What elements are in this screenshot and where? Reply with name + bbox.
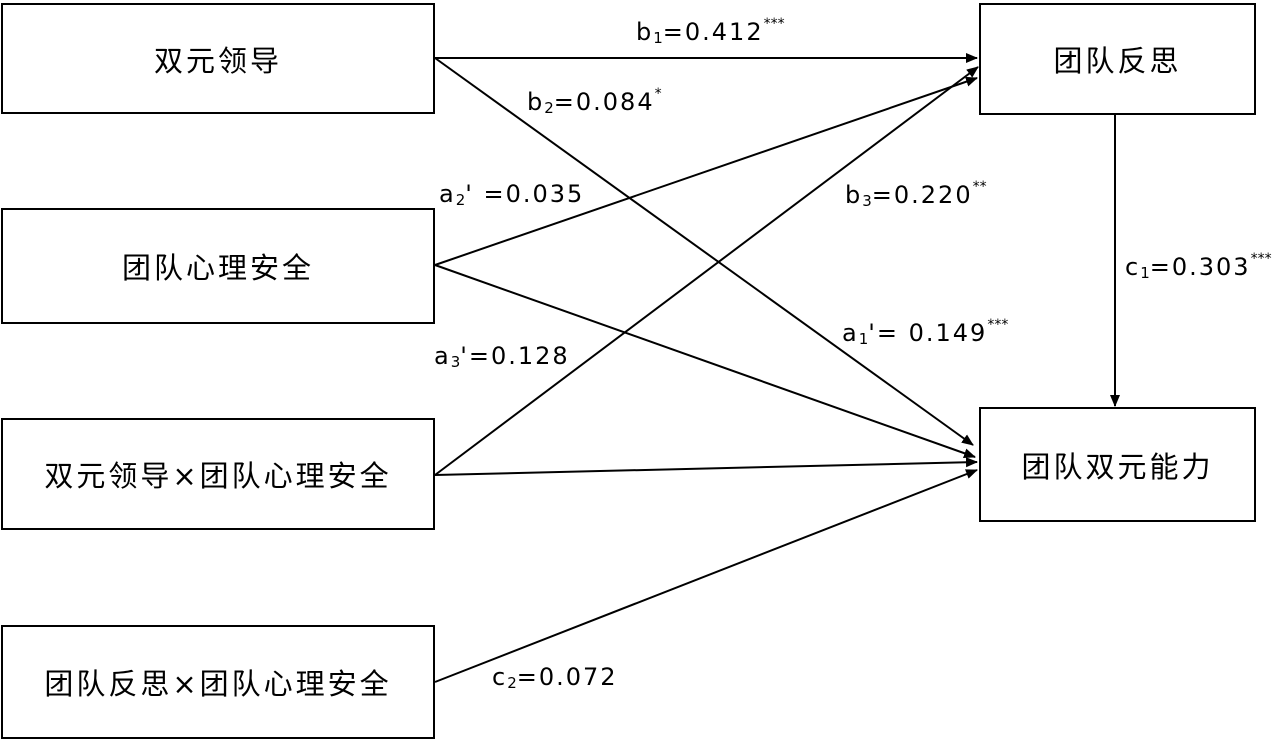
coef-subscript: 2 bbox=[507, 674, 517, 692]
significance-stars: *** bbox=[987, 317, 1009, 333]
node-leadership-x-safety-interaction: 双元领导×团队心理安全 bbox=[1, 418, 435, 530]
node-team-psychological-safety: 团队心理安全 bbox=[1, 208, 435, 324]
coef-symbol: b bbox=[636, 18, 654, 46]
significance-stars: *** bbox=[763, 16, 785, 32]
arrow-b2 bbox=[434, 57, 974, 446]
coef-symbol: c bbox=[1125, 253, 1141, 281]
coef-symbol: a bbox=[842, 319, 859, 347]
coef-value: =0.303 bbox=[1149, 253, 1251, 281]
arrow-a2 bbox=[434, 76, 978, 266]
coef-symbol: a bbox=[434, 342, 451, 370]
coef-label-c2: c2=0.072 bbox=[492, 662, 618, 691]
coef-subscript: 2 bbox=[455, 191, 466, 209]
coef-subscript: 3 bbox=[450, 353, 461, 371]
coef-label-c1: c1=0.303*** bbox=[1125, 252, 1272, 281]
coef-subscript: 1 bbox=[858, 330, 869, 348]
significance-stars: * bbox=[654, 86, 662, 102]
coef-label-a3: a3'=0.128 bbox=[434, 341, 570, 370]
coef-value: =0.220 bbox=[871, 181, 973, 209]
arrow-psych-safety-to-ambidexterity bbox=[434, 264, 976, 459]
coef-value: =0.412 bbox=[662, 18, 764, 46]
coef-prime: ' bbox=[465, 180, 484, 208]
coef-subscript: 2 bbox=[544, 99, 554, 117]
coef-label-b1: b1=0.412*** bbox=[636, 17, 785, 46]
coef-label-b2: b2=0.084* bbox=[527, 87, 662, 116]
coef-label-a1: a1'= 0.149*** bbox=[842, 318, 1008, 347]
arrow-b3 bbox=[434, 66, 979, 476]
coef-label-b3: b3=0.220** bbox=[845, 180, 987, 209]
coef-subscript: 3 bbox=[862, 192, 872, 210]
coef-symbol: a bbox=[439, 180, 456, 208]
coef-symbol: b bbox=[527, 88, 545, 116]
coef-label-a2: a2' =0.035 bbox=[439, 179, 584, 208]
coef-value: =0.084 bbox=[553, 88, 655, 116]
coef-symbol: b bbox=[845, 181, 863, 209]
arrow-a3 bbox=[434, 457, 978, 476]
coef-subscript: 1 bbox=[1140, 264, 1150, 282]
node-team-reflection: 团队反思 bbox=[979, 3, 1256, 115]
coef-subscript: 1 bbox=[653, 29, 663, 47]
coef-prime: ' bbox=[868, 319, 877, 347]
node-reflection-x-safety-interaction: 团队反思×团队心理安全 bbox=[1, 625, 435, 739]
significance-stars: *** bbox=[1250, 251, 1272, 267]
coef-prime: ' bbox=[460, 342, 469, 370]
node-team-ambidexterity: 团队双元能力 bbox=[979, 407, 1256, 522]
coef-value: =0.072 bbox=[516, 663, 618, 691]
coef-value: = 0.149 bbox=[876, 319, 988, 347]
coef-value: =0.128 bbox=[468, 342, 570, 370]
coef-value: =0.035 bbox=[483, 180, 585, 208]
significance-stars: ** bbox=[972, 179, 987, 195]
coef-symbol: c bbox=[492, 663, 508, 691]
node-dual-leadership: 双元领导 bbox=[1, 3, 435, 114]
arrow-c2 bbox=[434, 469, 978, 683]
